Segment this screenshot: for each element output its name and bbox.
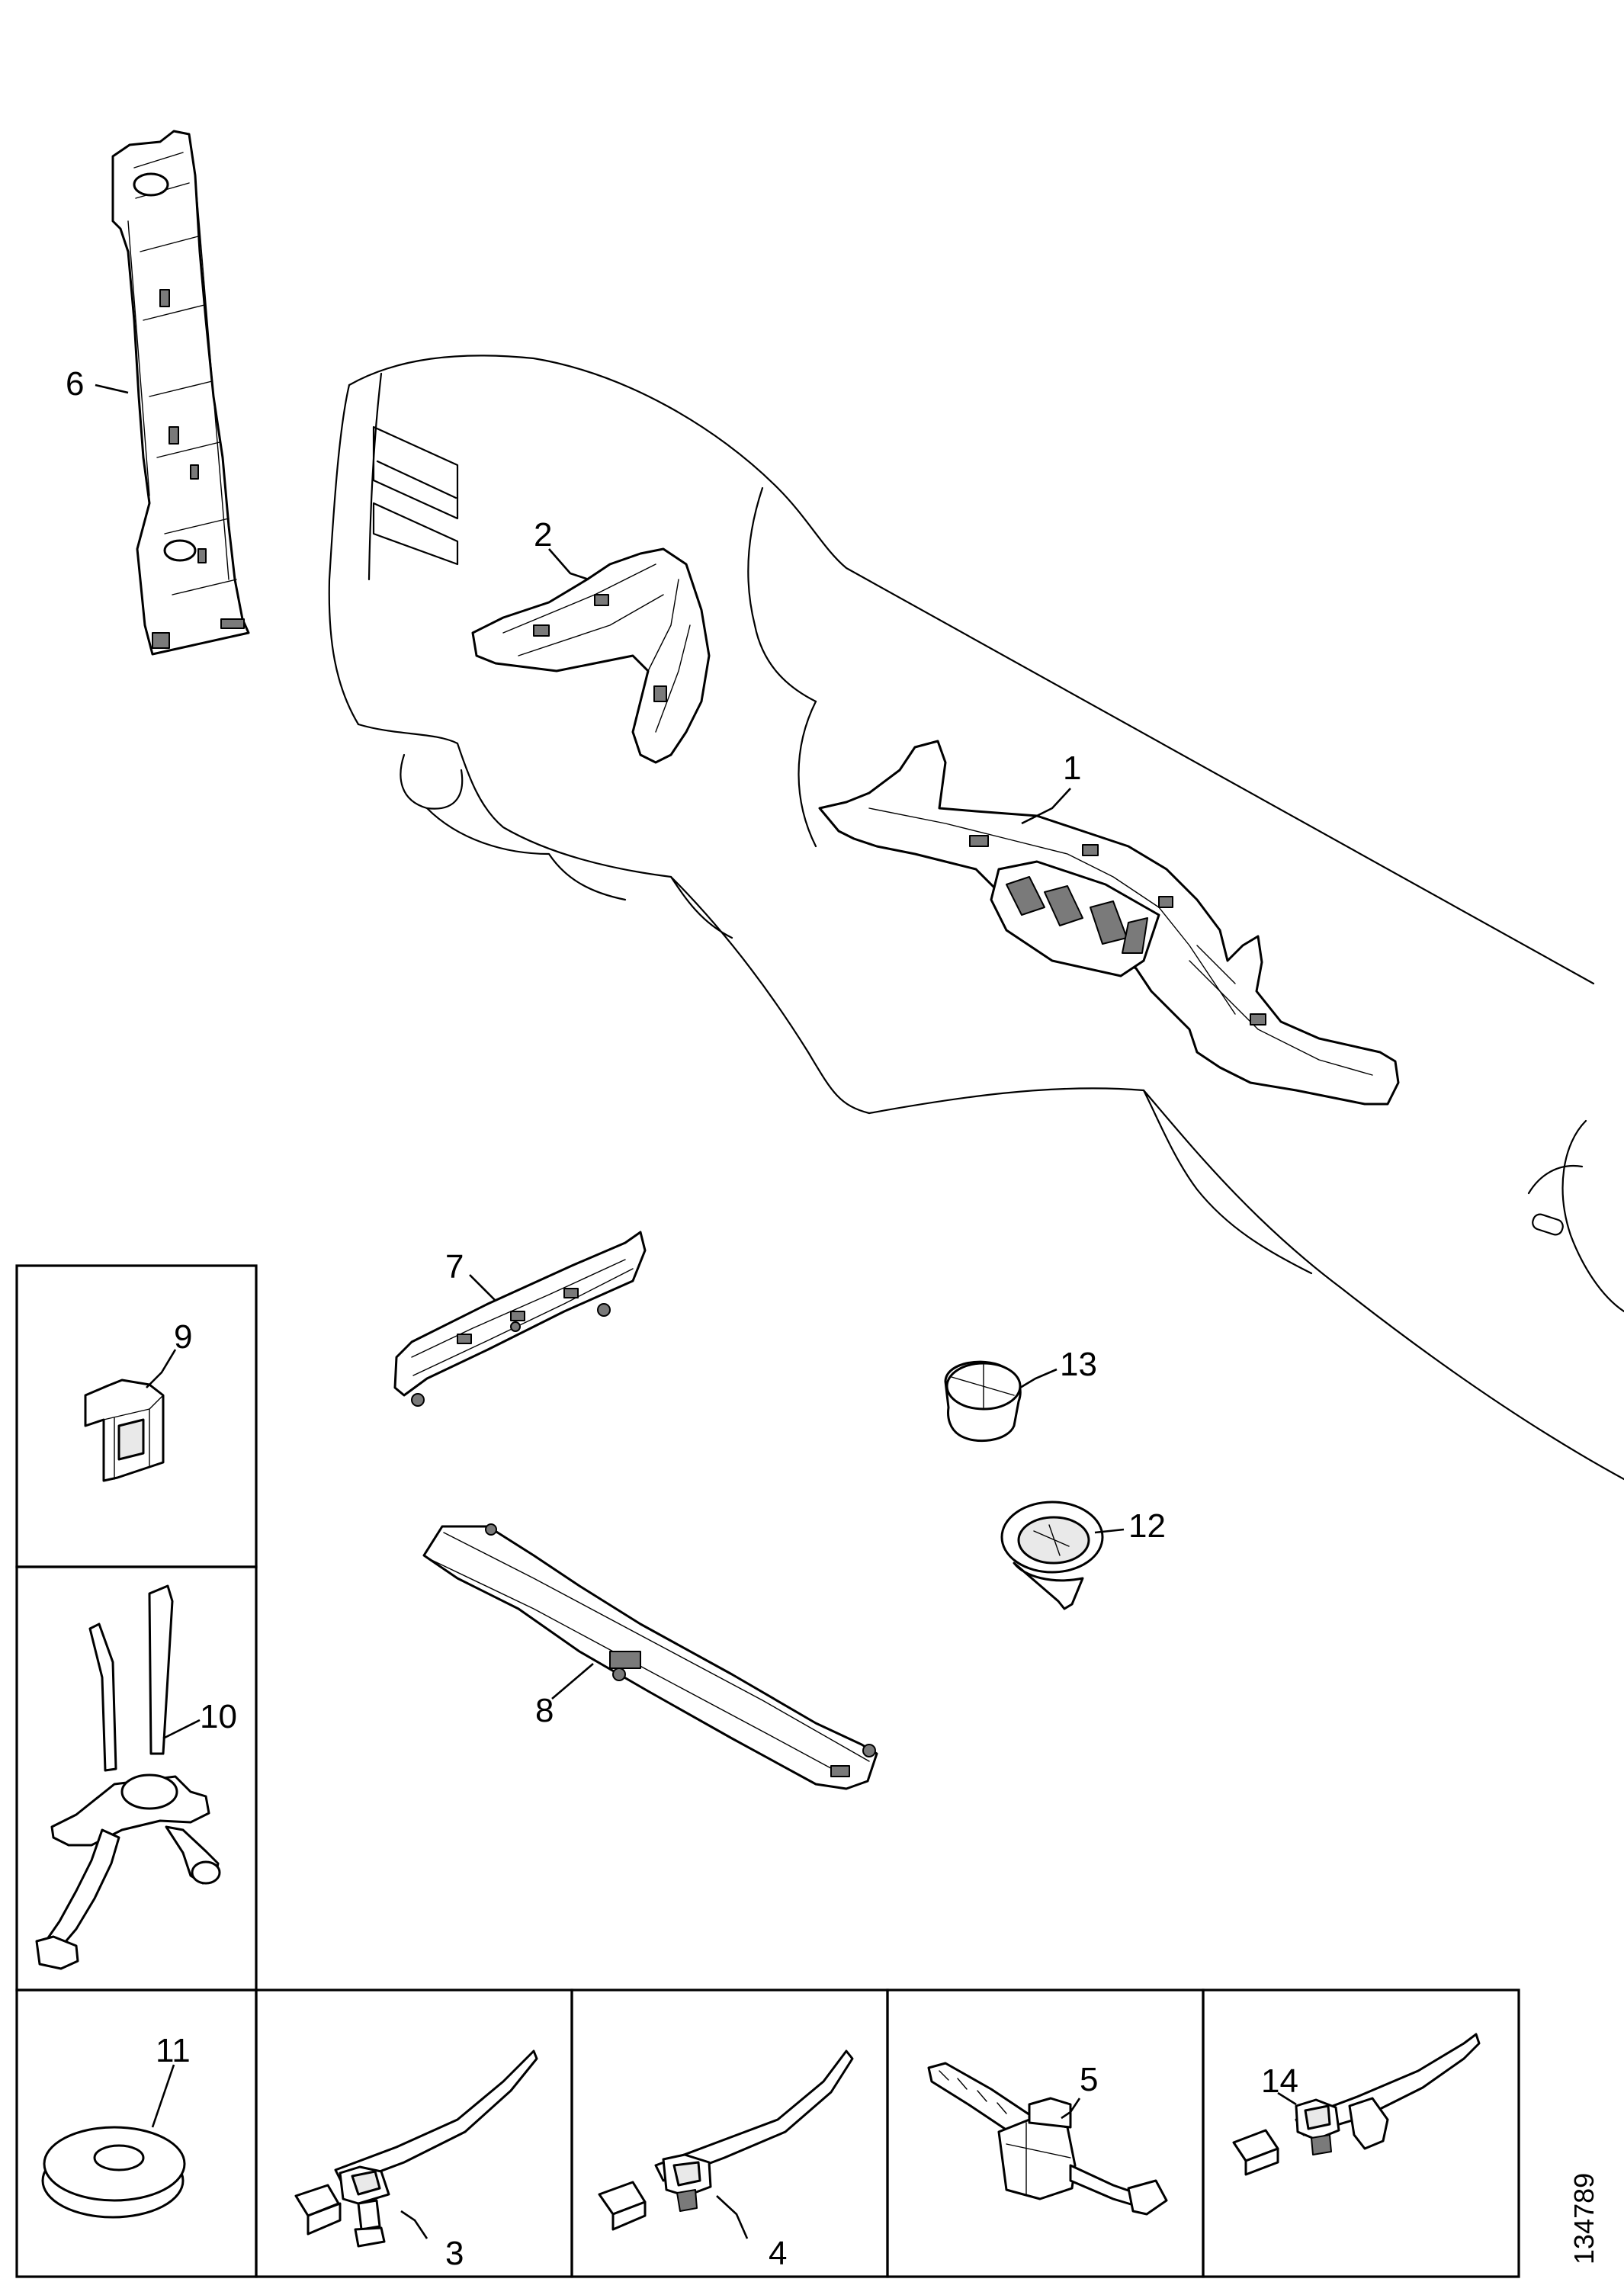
leader-lines	[95, 384, 1297, 2239]
callout-labels: 1 2 3 4 5 6 7 8 9 10 11 12 13 14	[66, 365, 1298, 2272]
callout-4: 4	[769, 2235, 787, 2272]
inset-box-grid	[15, 1264, 1520, 2278]
callout-10: 10	[200, 1698, 237, 1735]
callout-6: 6	[66, 365, 84, 403]
part-5-tieclip	[927, 2062, 1168, 2216]
part-1-duct	[818, 740, 1400, 1106]
callout-1: 1	[1063, 749, 1081, 787]
callout-8: 8	[535, 1692, 554, 1729]
reference-number: 134789	[1568, 2173, 1600, 2265]
part-9-clip	[84, 1379, 165, 1482]
callout-9: 9	[174, 1318, 192, 1356]
callout-7: 7	[445, 1248, 464, 1286]
callout-2: 2	[534, 516, 552, 554]
callout-13: 13	[1060, 1346, 1097, 1383]
part-14-tiebracket	[1232, 2033, 1481, 2176]
callout-12: 12	[1128, 1507, 1166, 1545]
callout-14: 14	[1261, 2062, 1298, 2100]
part-11-washer	[41, 2126, 186, 2219]
part-3-cabletie	[294, 2049, 538, 2248]
callout-11: 11	[156, 2032, 191, 2069]
part-2-duct	[471, 547, 711, 764]
callout-3: 3	[445, 2235, 464, 2272]
part-4-cabletie	[598, 2049, 854, 2231]
part-7-rail	[393, 1231, 647, 1407]
callout-5: 5	[1080, 2061, 1098, 2098]
part-12-grommet	[1000, 1501, 1104, 1610]
part-13-cap	[944, 1360, 1022, 1443]
part-10-tiestand	[35, 1584, 221, 1970]
part-8-channel	[422, 1523, 878, 1790]
dashboard-outline	[328, 355, 1624, 1481]
part-6-bracket	[111, 130, 250, 656]
